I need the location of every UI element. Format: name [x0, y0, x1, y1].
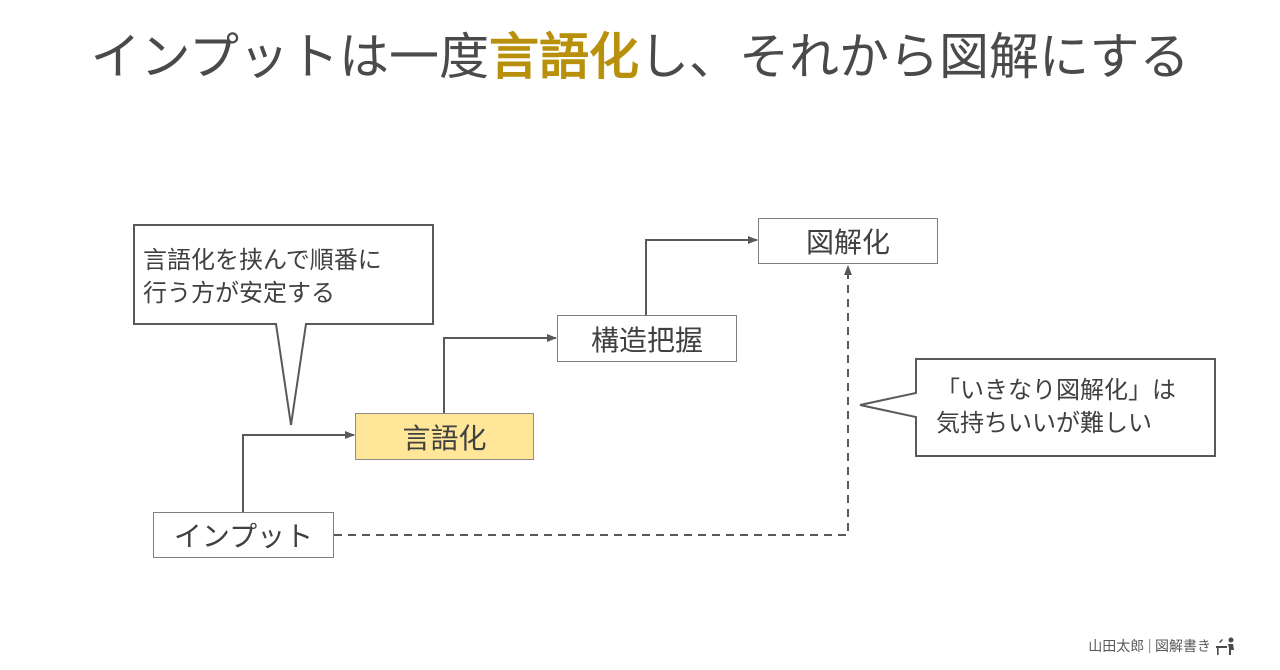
- callout-right-line-1: 「いきなり図解化」は: [936, 376, 1176, 404]
- title-suffix: し、それから図解にする: [639, 28, 1190, 86]
- footer-separator: |: [1147, 638, 1152, 654]
- arrow-input-to-diagram-dashed: [334, 265, 852, 536]
- title-prefix: インプットは一度: [90, 28, 490, 86]
- arrow-verbalize-to-structure: [443, 334, 557, 413]
- node-structure: 構造把握: [557, 315, 737, 362]
- node-diagram: 図解化: [758, 218, 938, 264]
- title-highlight: 言語化: [489, 28, 639, 86]
- callout-right-line-2: 気持ちいいが難しい: [936, 409, 1152, 437]
- footer: 山田太郎 | 図解書き: [1088, 636, 1238, 656]
- callout-left-text: 言語化を挟んで順番に 行う方が安定する: [143, 244, 382, 310]
- callout-right-text: 「いきなり図解化」は 気持ちいいが難しい: [936, 374, 1176, 440]
- node-verbalize: 言語化: [355, 413, 534, 460]
- person-at-desk-icon: [1216, 637, 1234, 655]
- arrow-structure-to-diagram: [645, 236, 758, 315]
- callout-left-line-1: 言語化を挟んで順番に: [143, 246, 382, 274]
- arrow-input-to-verbalize: [242, 431, 355, 512]
- slide-title: インプットは一度言語化し、それから図解にする: [0, 22, 1280, 92]
- callout-left-bubble: [133, 224, 434, 426]
- footer-brand: 図解書き: [1155, 639, 1211, 655]
- callout-left-line-2: 行う方が安定する: [143, 279, 335, 307]
- footer-author: 山田太郎: [1088, 639, 1145, 655]
- node-input: インプット: [153, 512, 334, 558]
- callout-right-bubble: [859, 358, 1216, 457]
